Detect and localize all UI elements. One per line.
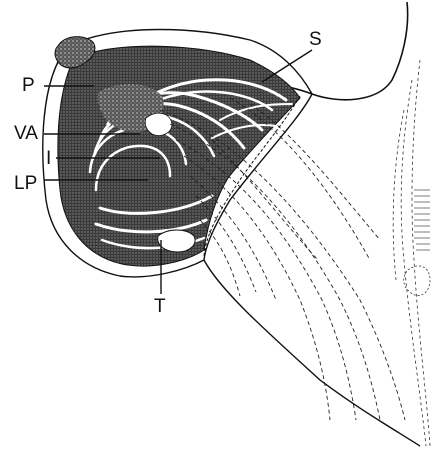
right-hatching xyxy=(414,190,430,250)
right-inner-blob xyxy=(404,266,430,296)
body-wall-outline xyxy=(312,2,408,100)
label-p: P xyxy=(22,76,35,95)
right-structure xyxy=(393,60,430,446)
label-va: VA xyxy=(14,124,38,143)
label-s: S xyxy=(309,30,322,49)
label-i: I xyxy=(46,149,51,168)
t-structure xyxy=(158,230,195,252)
leader-s xyxy=(262,50,312,82)
inner-knob xyxy=(145,113,172,135)
label-lp: LP xyxy=(14,174,37,193)
label-t: T xyxy=(154,297,166,316)
